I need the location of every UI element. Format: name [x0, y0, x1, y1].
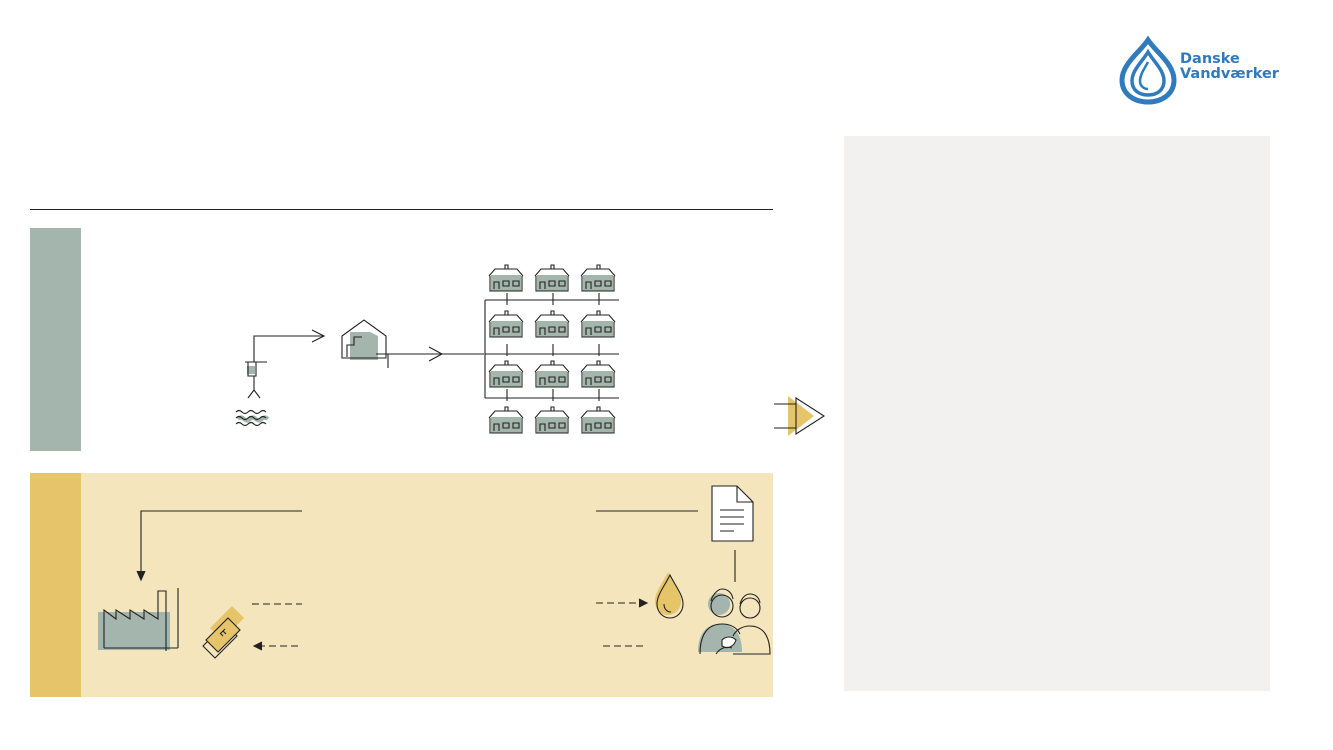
side-info-panel: [844, 136, 1270, 691]
house-icon: [488, 406, 524, 434]
distribution-network: [484, 293, 619, 401]
factory-flow-line: [136, 510, 698, 582]
dashed-flow-lines: [252, 602, 647, 647]
house-icon: [534, 310, 570, 338]
economy-section-marker: [30, 473, 81, 697]
house-icon: [534, 360, 570, 388]
header-divider: [30, 209, 773, 210]
arrow-right-icon: [774, 396, 826, 436]
water-drop-icon: [655, 572, 684, 619]
house-icon: [488, 360, 524, 388]
supply-section-marker: [30, 228, 81, 451]
house-icon: [488, 310, 524, 338]
house-icon: [534, 264, 570, 292]
water-source-icon: [235, 409, 270, 427]
house-icon: [580, 406, 616, 434]
logo-wordmark: Danske Vandværker: [1180, 52, 1279, 82]
house-icon: [580, 310, 616, 338]
factory-icon: [98, 588, 179, 651]
house-icon: [488, 264, 524, 292]
waterworks-building-icon: [341, 319, 484, 368]
money-icon: [202, 606, 244, 659]
logo-line-2: Vandværker: [1180, 66, 1279, 82]
family-icon: [698, 588, 771, 655]
house-grid: [488, 264, 616, 434]
house-icon: [534, 406, 570, 434]
logo-line-1: Danske: [1180, 51, 1240, 67]
document-icon: [711, 485, 754, 582]
economy-section-panel: [81, 473, 773, 697]
borehole-pump-icon: [245, 329, 326, 399]
water-drop-logo-icon: [1119, 35, 1177, 105]
danske-vandvaerker-logo: Danske Vandværker: [1118, 35, 1288, 105]
house-icon: [580, 360, 616, 388]
house-icon: [580, 264, 616, 292]
